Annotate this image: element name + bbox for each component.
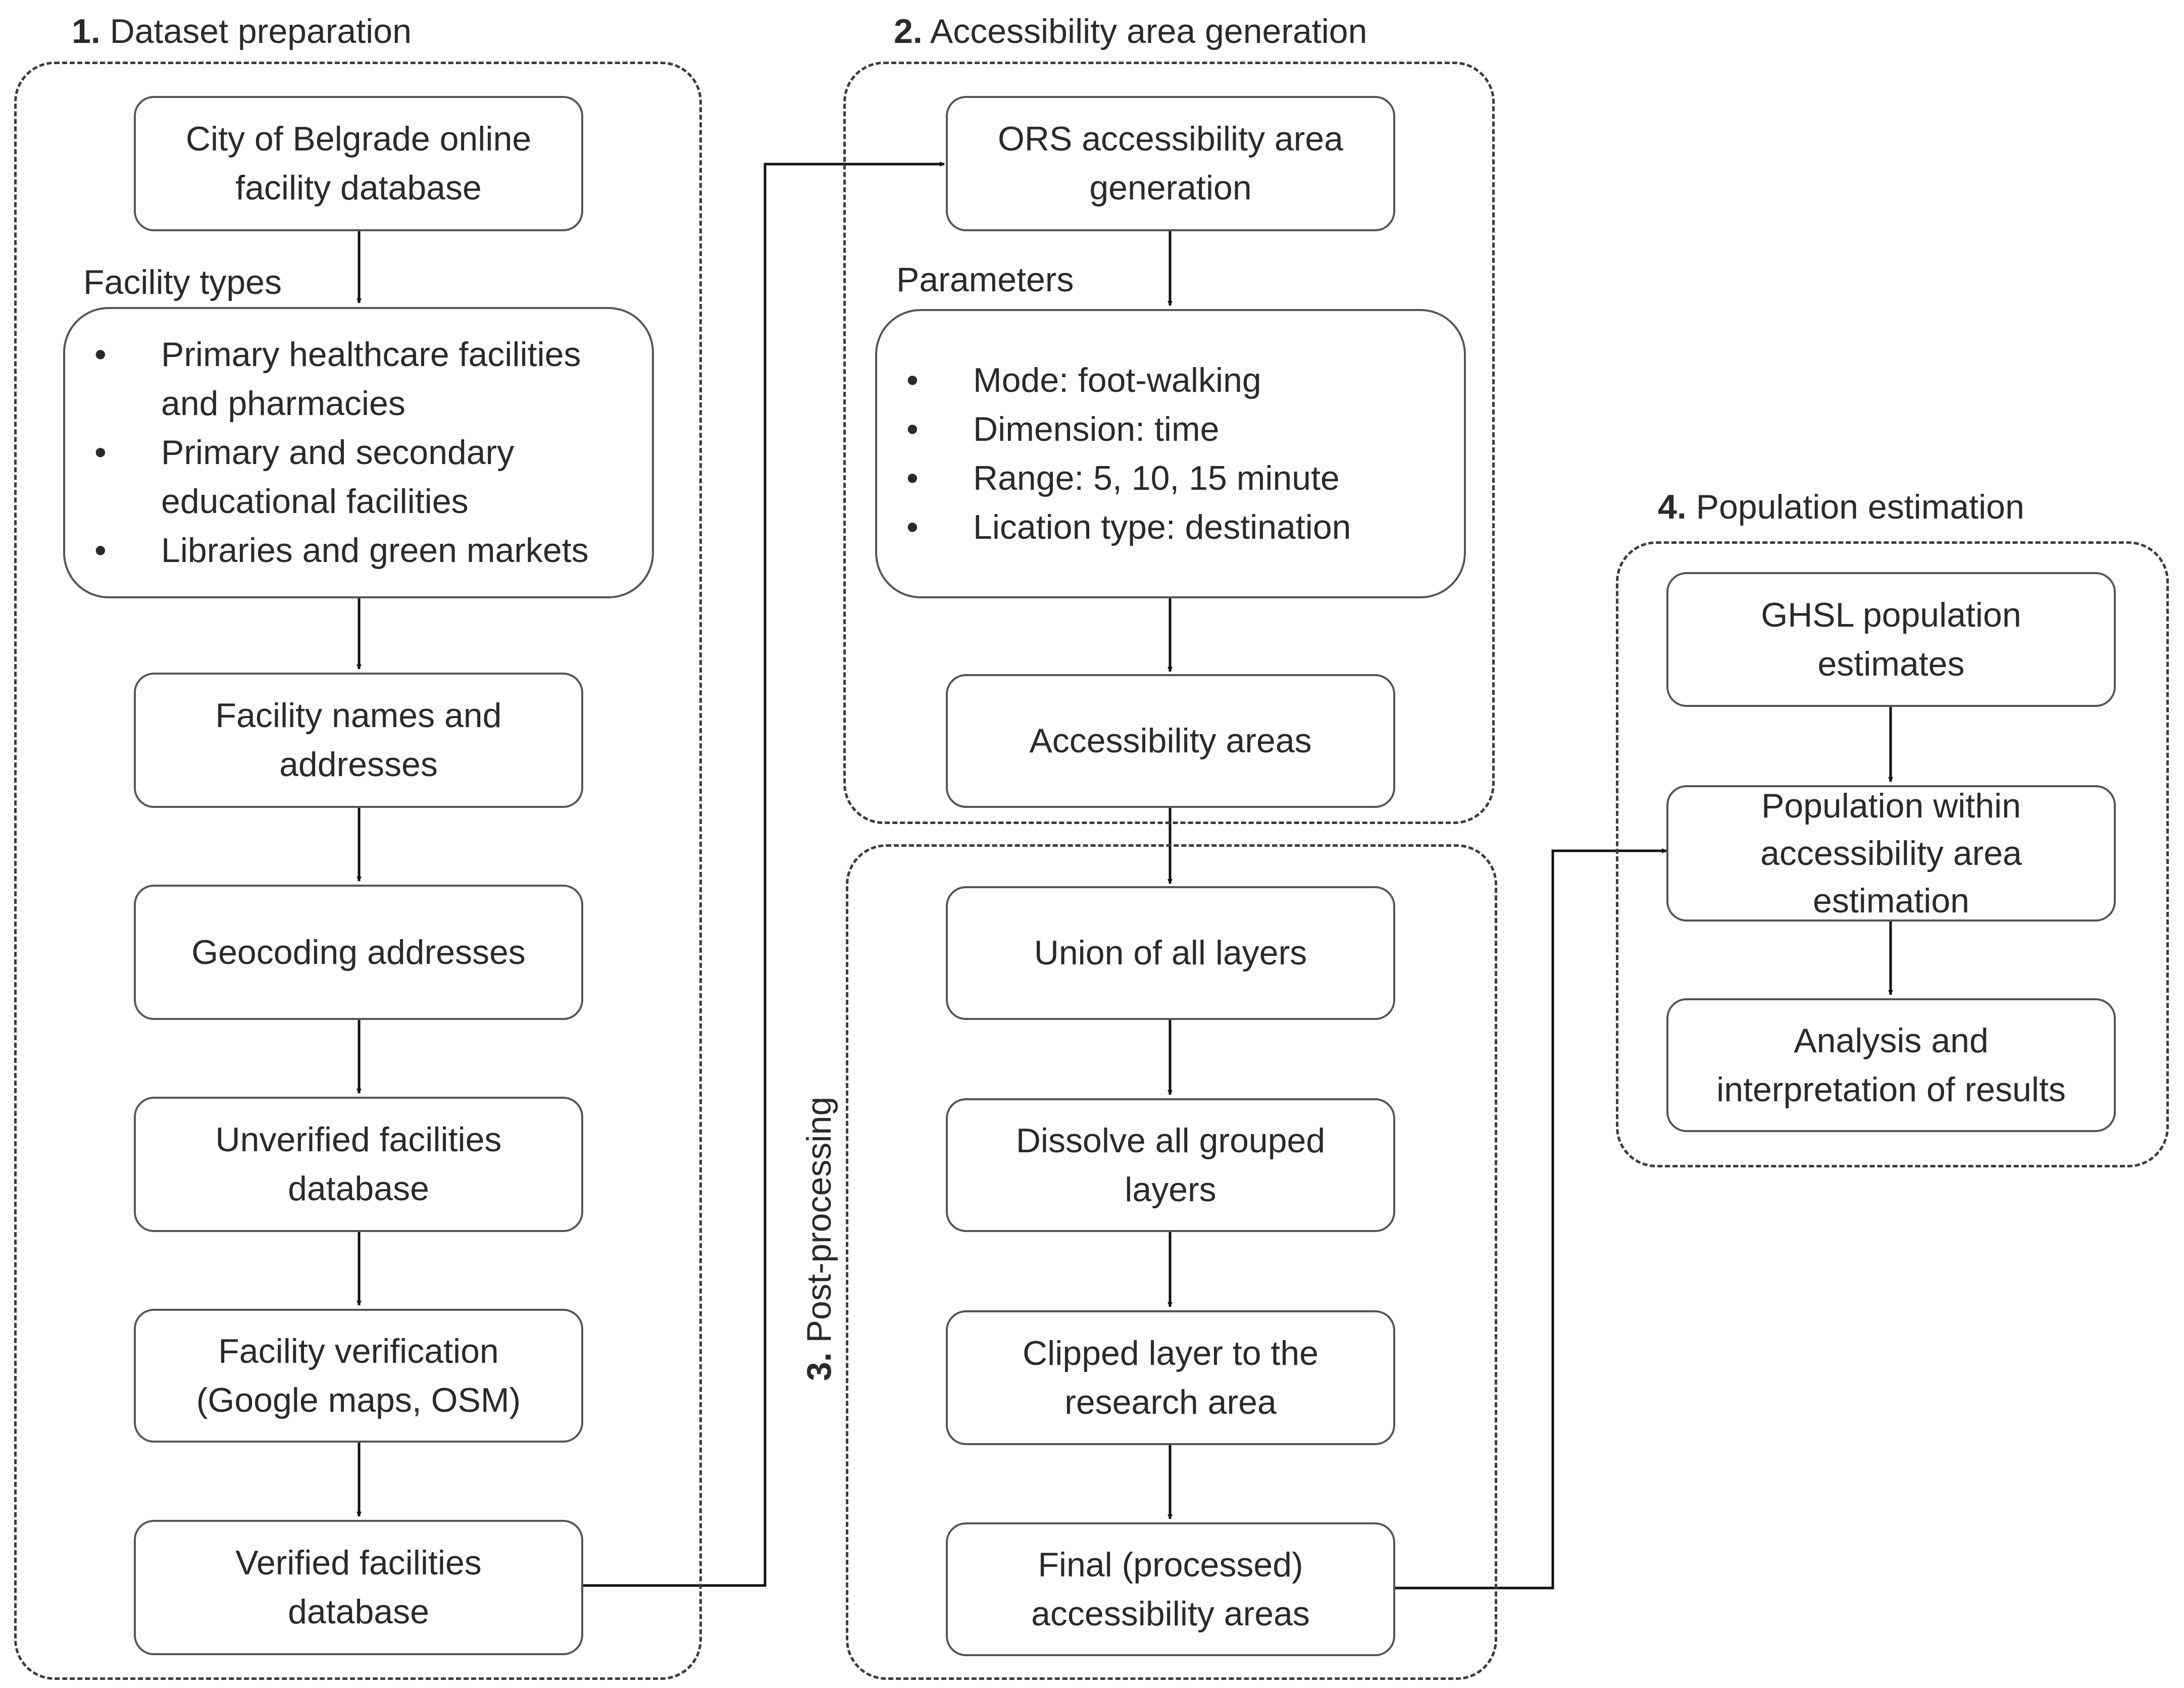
section-2-label: Accessibility area generation — [930, 12, 1367, 50]
union-layers-box: Union of all layers — [946, 886, 1395, 1020]
facility-types-box: Primary healthcare facilities and pharmac… — [63, 307, 654, 598]
section-3-title: 3. Post-processing — [800, 1096, 838, 1381]
box-line: interpretation of results — [1716, 1070, 2066, 1109]
parameters-label: Parameters — [896, 261, 1074, 299]
section-3-label: Post-processing — [800, 1096, 838, 1343]
box-line: Final (processed) — [1038, 1545, 1303, 1584]
section-3-number: 3. — [800, 1352, 838, 1381]
box-line: Primary healthcare facilities — [161, 335, 581, 374]
section-2-container — [843, 62, 1495, 824]
section-4-label: Population estimation — [1696, 488, 2024, 526]
section-4-container — [1616, 541, 2169, 1167]
list-item: Primary and secondary educational facilit… — [94, 428, 589, 526]
box-line: database — [288, 1593, 429, 1631]
section-4-title: 4. Population estimation — [1658, 490, 2024, 524]
city-database-box: City of Belgrade online facility database — [134, 96, 583, 231]
box-line: Population within — [1761, 787, 2021, 825]
box-line: Analysis and — [1794, 1021, 1989, 1060]
section-1-container — [14, 62, 702, 1680]
list-item: Libraries and green markets — [94, 526, 589, 575]
section-2-number: 2. — [894, 12, 923, 50]
box-line: generation — [1089, 169, 1252, 207]
section-1-label: Dataset preparation — [110, 12, 412, 50]
box-line: accessibility area — [1760, 834, 2022, 873]
box-line: research area — [1064, 1383, 1277, 1421]
verified-database-box: Verified facilities database — [134, 1520, 583, 1655]
box-line: GHSL population — [1761, 595, 2021, 634]
box-line: estimates — [1817, 644, 1965, 683]
box-line: (Google maps, OSM) — [196, 1380, 521, 1419]
box-line: Union of all layers — [1034, 934, 1307, 972]
box-line: Facility names and — [215, 696, 502, 735]
box-line: Facility verification — [218, 1332, 499, 1370]
dissolve-layers-box: Dissolve all grouped layers — [946, 1098, 1395, 1232]
facility-types-label: Facility types — [83, 263, 282, 301]
clipped-layer-box: Clipped layer to the research area — [946, 1310, 1395, 1445]
list-item: Lication type: destination — [906, 503, 1351, 552]
box-line: estimation — [1813, 882, 1969, 920]
section-1-title: 1. Dataset preparation — [72, 14, 412, 48]
box-line: Dissolve all grouped — [1015, 1121, 1326, 1160]
list-item: Mode: foot-walking — [906, 356, 1351, 405]
box-line: facility database — [235, 169, 482, 207]
list-item: Primary healthcare facilities and pharmac… — [94, 330, 589, 428]
box-line: addresses — [279, 745, 438, 784]
section-1-number: 1. — [72, 12, 100, 50]
geocoding-box: Geocoding addresses — [134, 885, 583, 1020]
arrow-verified-to-ors — [583, 162, 945, 1587]
box-line: Clipped layer to the — [1023, 1334, 1318, 1372]
box-line: Unverified facilities — [215, 1120, 502, 1159]
analysis-box: Analysis and interpretation of results — [1666, 998, 2116, 1132]
facility-types-list: Primary healthcare facilities and pharmac… — [94, 330, 589, 575]
box-line: layers — [1125, 1170, 1216, 1209]
box-line: ORS accessibility area — [997, 120, 1344, 158]
box-line: and pharmacies — [161, 384, 405, 423]
box-line: accessibility areas — [1031, 1594, 1310, 1633]
box-line: Libraries and green markets — [161, 531, 589, 570]
accessibility-areas-box: Accessibility areas — [946, 674, 1395, 808]
section-2-title: 2. Accessibility area generation — [894, 14, 1367, 48]
box-line: Accessibility areas — [1029, 722, 1312, 760]
section-4-number: 4. — [1658, 488, 1687, 526]
population-within-box: Population within accessibility area estim… — [1666, 785, 2116, 922]
unverified-database-box: Unverified facilities database — [134, 1097, 583, 1232]
list-item: Range: 5, 10, 15 minute — [906, 454, 1351, 503]
list-item: Dimension: time — [906, 405, 1351, 454]
box-line: educational facilities — [161, 482, 469, 521]
ors-generation-box: ORS accessibility area generation — [946, 96, 1395, 231]
facility-names-box: Facility names and addresses — [134, 673, 583, 808]
facility-verification-box: Facility verification (Google maps, OSM) — [134, 1309, 583, 1443]
box-line: City of Belgrade online — [185, 120, 532, 158]
box-line: database — [288, 1169, 429, 1208]
section-3-container — [846, 844, 1497, 1680]
arrow-final-to-within — [1395, 848, 1667, 1590]
box-line: Geocoding addresses — [191, 933, 526, 971]
box-line: Primary and secondary — [161, 433, 515, 472]
final-areas-box: Final (processed) accessibility areas — [946, 1522, 1395, 1656]
ghsl-estimates-box: GHSL population estimates — [1666, 572, 2116, 707]
parameters-list: Mode: foot-walking Dimension: time Range… — [906, 356, 1351, 552]
parameters-box: Mode: foot-walking Dimension: time Range… — [875, 309, 1466, 598]
box-line: Verified facilities — [235, 1544, 482, 1582]
